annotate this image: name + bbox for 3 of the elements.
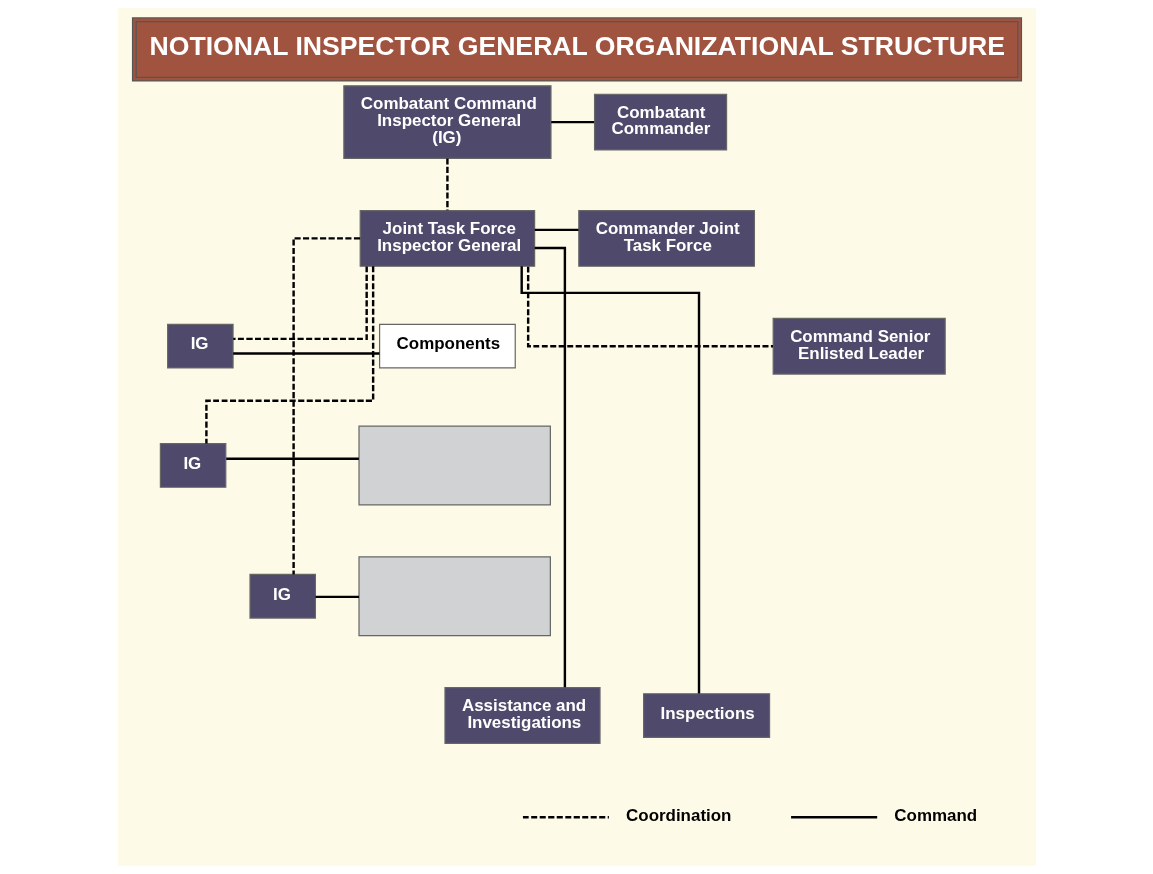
legend-label: Coordination [625,805,731,825]
legend-label: Command [893,805,977,825]
diagram-title: NOTIONAL INSPECTOR GENERAL ORGANIZATIONAL STRUCTURE [148,31,1005,62]
